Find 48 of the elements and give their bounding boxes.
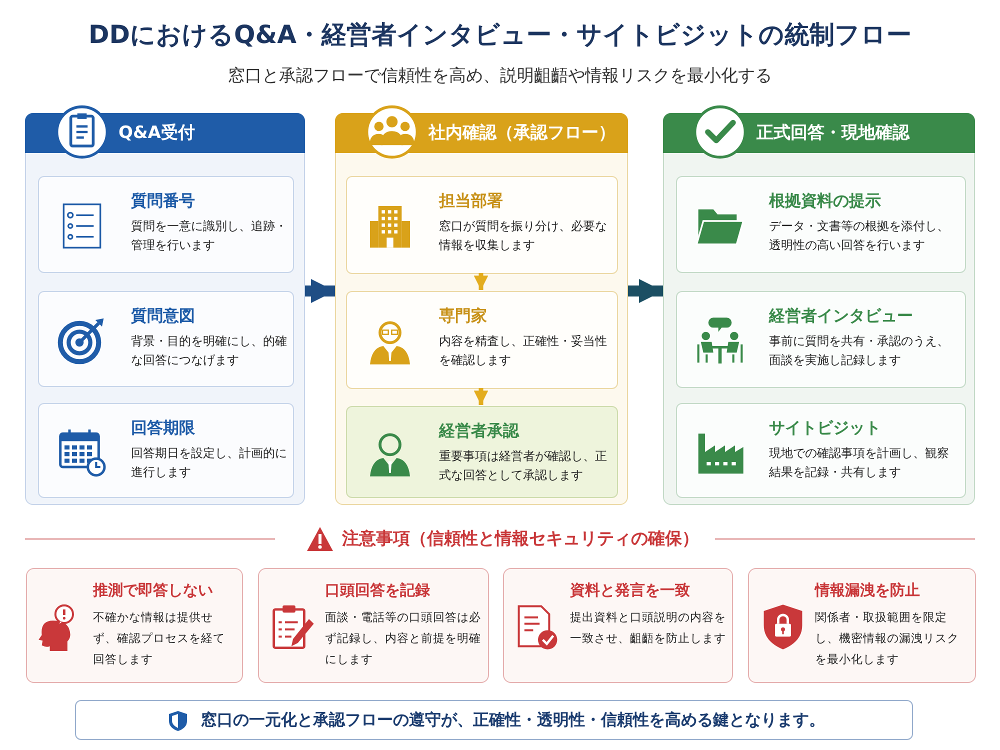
card-title: 資料と発言を一致 <box>570 581 691 600</box>
step-card <box>346 406 618 498</box>
summary-banner <box>75 700 913 740</box>
step-card <box>676 403 966 498</box>
caution-card <box>258 568 489 683</box>
step-card <box>676 291 966 388</box>
arrow <box>628 278 663 304</box>
step-card <box>346 176 618 274</box>
card-title: 経営者インタビュー <box>769 306 914 326</box>
card-text: 事前に質問を共有・承認のうえ、面談を実施し記録します <box>769 333 950 369</box>
caution-card <box>748 568 976 683</box>
card-title: 情報漏洩を防止 <box>815 581 921 600</box>
card-title: サイトビジット <box>769 418 882 438</box>
step-card <box>676 176 966 273</box>
subtitle: 窓口と承認フローで信頼性を高め、説明齟齬や情報リスクを最小化する <box>227 65 773 87</box>
card-text: 背景・目的を明確にし、的確な回答につなげます <box>131 333 287 369</box>
card-title: 担当部署 <box>439 191 504 211</box>
arrow <box>474 388 488 405</box>
card-text: 重要事項は経営者が確認し、正式な回答として承認します <box>439 448 608 484</box>
card-title: 専門家 <box>439 306 488 326</box>
card-title: 推測で即答しない <box>93 581 214 600</box>
card-text: 関係者・取扱範囲を限定し、機密情報の漏洩リスクを最小化します <box>815 609 960 668</box>
banner-text: 窓口の一元化と承認フローの遵守が、正確性・透明性・信頼性を高める鍵となります。 <box>201 709 825 731</box>
step-card <box>38 176 294 273</box>
card-title: 質問意図 <box>131 306 196 326</box>
card-text: 不確かな情報は提供せず、確認プロセスを経て回答します <box>93 609 226 668</box>
card-text: データ・文書等の根拠を添付し、透明性の高い回答を行います <box>769 218 950 254</box>
card-text: 内容を精査し、正確性・妥当性を確認します <box>439 333 608 369</box>
arrow <box>474 273 488 290</box>
step-card <box>38 291 294 387</box>
card-text: 面談・電話等の口頭回答は必ず記録し、内容と前提を明確にします <box>325 609 482 668</box>
step-card <box>346 291 618 389</box>
card-text: 回答期日を設定し、計画的に進行します <box>131 445 287 481</box>
diagram-title: DDにおけるQ&A・経営者インタビュー・サイトビジットの統制フロー <box>88 19 912 51</box>
card-text: 窓口が質問を振り分け、必要な情報を収集します <box>439 218 608 254</box>
caution-card <box>26 568 243 683</box>
step-card <box>38 403 294 498</box>
card-title: 口頭回答を記録 <box>325 581 431 600</box>
caution-card <box>503 568 733 683</box>
card-text: 質問を一意に識別し、追跡・管理を行います <box>131 218 287 254</box>
card-title: 回答期限 <box>131 418 196 438</box>
card-text: 提出資料と口頭説明の内容を一致させ、齟齬を防止します <box>570 609 726 647</box>
arrow <box>305 278 335 304</box>
card-title: 質問番号 <box>131 191 196 211</box>
section-heading: 注意事項（信頼性と情報セキュリティの確保） <box>342 528 699 550</box>
card-title: 経営者承認 <box>439 421 520 441</box>
card-text: 現地での確認事項を計画し、観察結果を記録・共有します <box>769 445 950 481</box>
card-title: 根拠資料の提示 <box>769 191 882 211</box>
